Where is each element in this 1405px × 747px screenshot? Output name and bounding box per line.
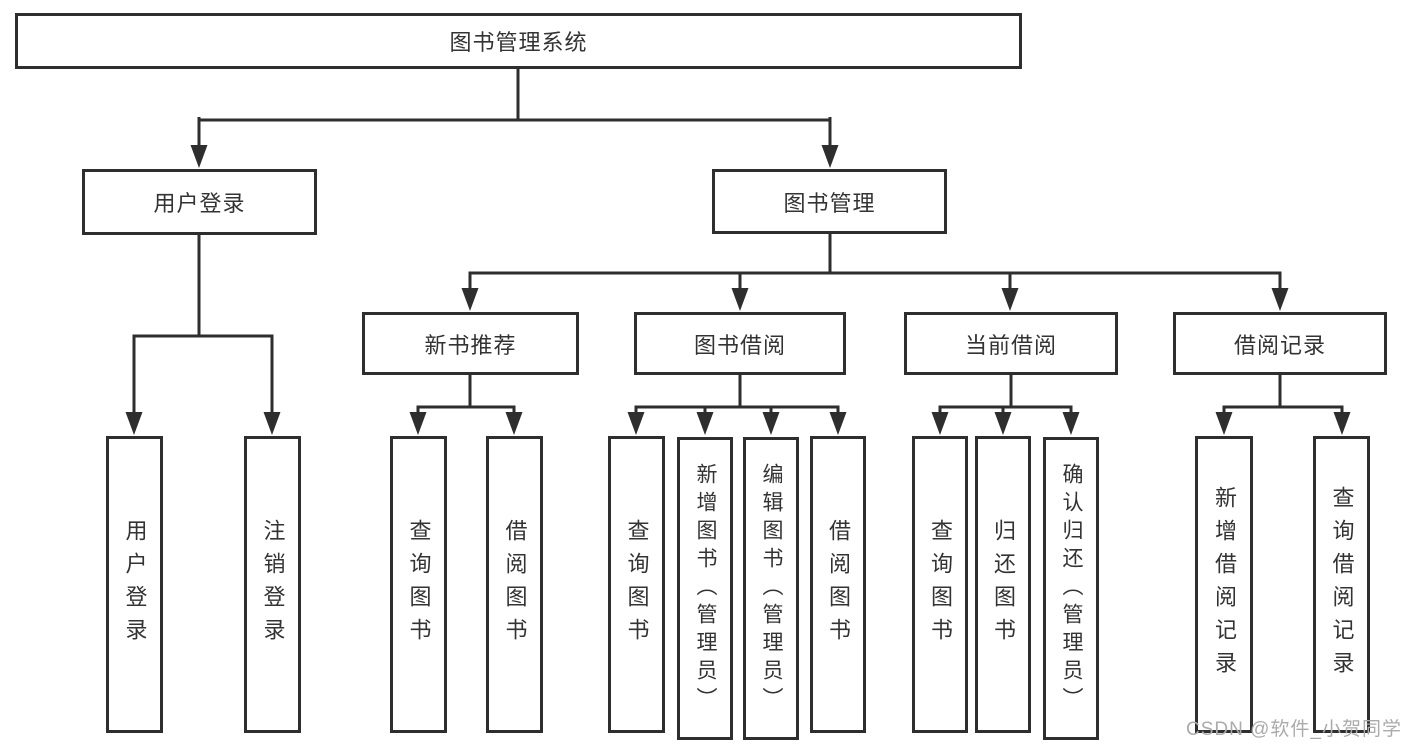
node-current-borrowing: 当前借阅	[904, 312, 1118, 375]
leaf-label: 归还图书	[991, 518, 1016, 651]
node-label: 新书推荐	[424, 332, 517, 358]
leaf-edit-book-admin: 编辑图书（管理员）	[743, 437, 799, 740]
leaf-query-books-recommend: 查询图书	[390, 436, 447, 733]
node-borrowing-records: 借阅记录	[1173, 312, 1387, 375]
leaf-label: 查询图书	[928, 518, 953, 651]
node-new-book-recommend: 新书推荐	[362, 312, 579, 375]
node-label: 图书管理	[783, 190, 876, 216]
leaf-label: 注销登录	[260, 518, 286, 651]
leaf-label: 新增图书（管理员）	[694, 462, 717, 715]
leaf-return-book: 归还图书	[975, 436, 1031, 733]
leaf-label: 用户登录	[122, 518, 148, 651]
leaf-query-books-borrowing: 查询图书	[608, 436, 665, 733]
node-root-system: 图书管理系统	[15, 13, 1022, 69]
leaf-confirm-return-admin: 确认归还（管理员）	[1043, 437, 1099, 740]
leaf-borrow-books-borrowing: 借阅图书	[810, 436, 866, 733]
leaf-query-books-current: 查询图书	[912, 436, 968, 733]
leaf-label: 查询借阅记录	[1329, 485, 1355, 684]
node-label: 当前借阅	[964, 332, 1057, 358]
leaf-label: 借阅图书	[826, 518, 851, 651]
node-label: 图书借阅	[693, 332, 786, 358]
leaf-query-borrow-record: 查询借阅记录	[1313, 436, 1370, 733]
csdn-watermark: CSDN @软件_小贺同学	[1186, 719, 1402, 740]
leaf-user-login: 用户登录	[106, 436, 163, 733]
connector-stems	[132, 67, 1344, 418]
node-user-login-group: 用户登录	[82, 169, 317, 235]
leaf-label: 编辑图书（管理员）	[760, 462, 783, 715]
node-label: 借阅记录	[1233, 332, 1326, 358]
node-book-borrowing: 图书借阅	[634, 312, 846, 375]
node-label: 用户登录	[153, 191, 246, 216]
leaf-add-book-admin: 新增图书（管理员）	[677, 437, 733, 740]
leaf-label: 借阅图书	[502, 518, 528, 651]
leaf-borrow-books-recommend: 借阅图书	[486, 436, 543, 733]
leaf-logout: 注销登录	[244, 436, 301, 733]
node-root-label: 图书管理系统	[449, 30, 588, 55]
leaf-label: 新增借阅记录	[1212, 485, 1237, 684]
leaf-add-borrow-record: 新增借阅记录	[1195, 436, 1253, 733]
leaf-label: 查询图书	[624, 518, 650, 651]
leaf-label: 确认归还（管理员）	[1060, 462, 1083, 715]
node-book-management: 图书管理	[712, 169, 947, 234]
leaf-label: 查询图书	[406, 518, 432, 651]
connector-arrowheads	[125, 145, 1351, 435]
